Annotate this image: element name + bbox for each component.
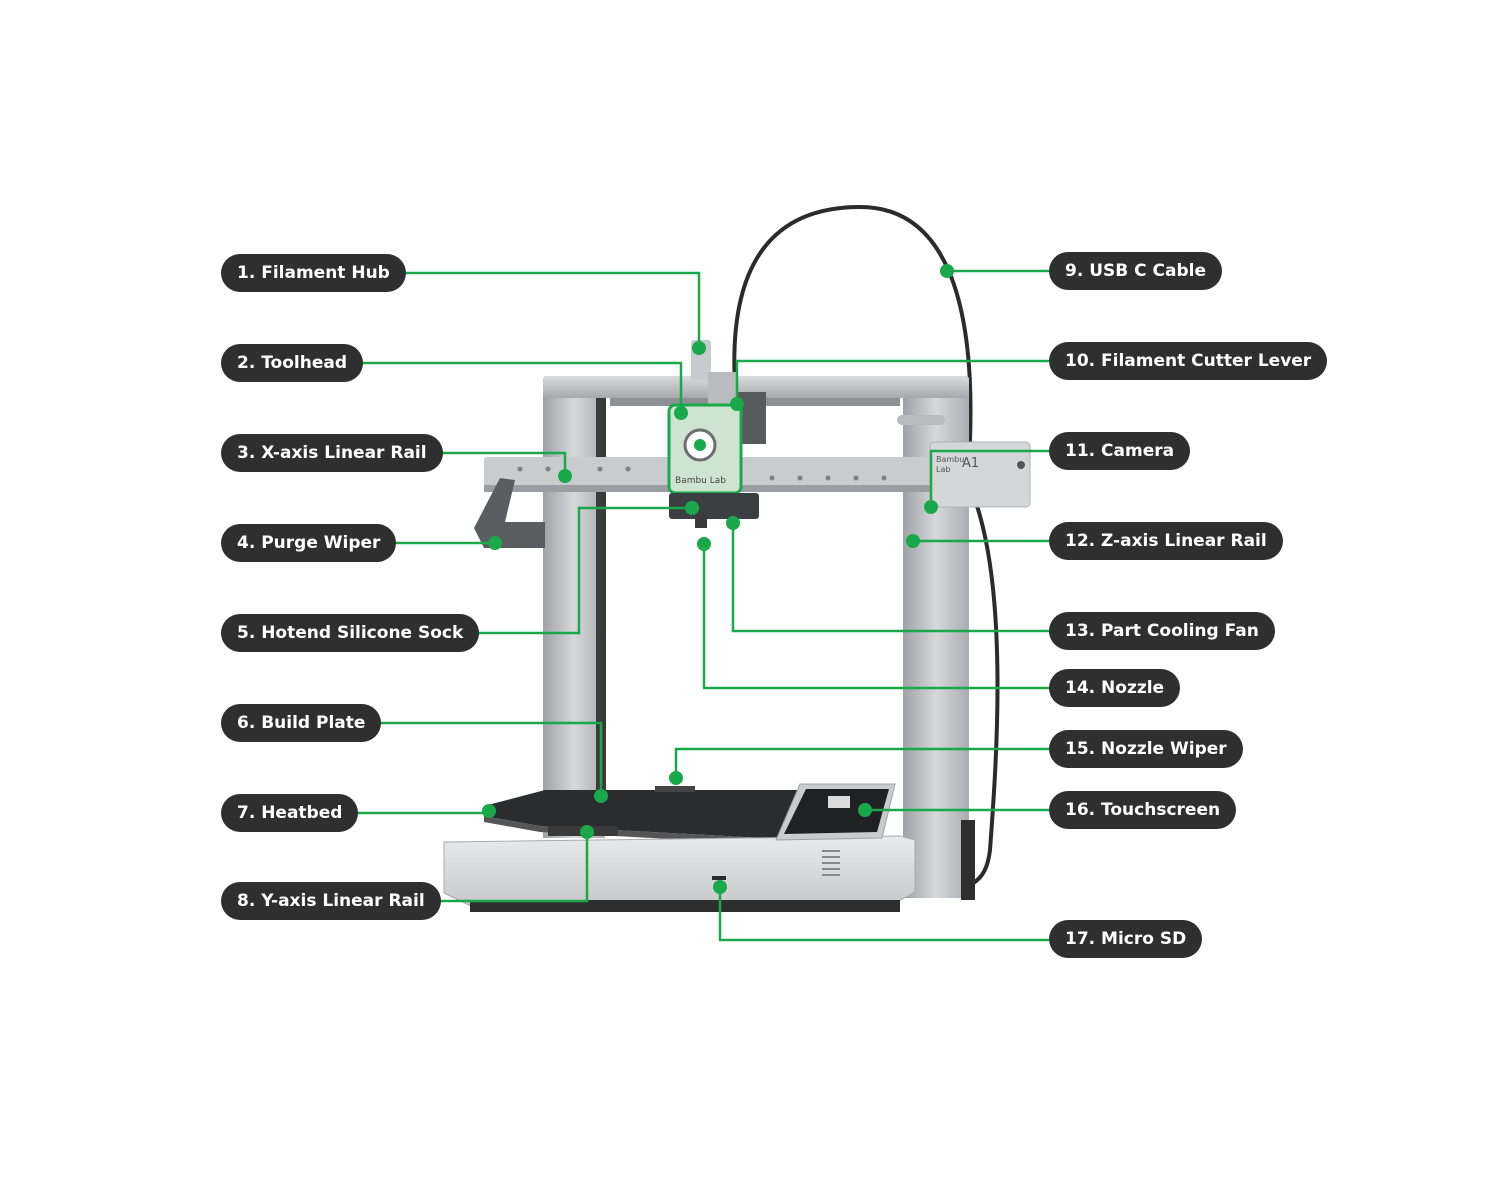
callout-filament-hub: 1. Filament Hub bbox=[221, 254, 406, 292]
leader-line-8 bbox=[429, 832, 589, 903]
anchor-dot-10 bbox=[730, 397, 744, 411]
left-frame-column bbox=[543, 388, 605, 838]
callout-build-plate: 6. Build Plate bbox=[221, 704, 382, 742]
part-cooling-fan-shape bbox=[669, 493, 759, 519]
callout-purge-wiper: 4. Purge Wiper bbox=[221, 524, 397, 562]
svg-text:Bambu Lab: Bambu Lab bbox=[675, 476, 726, 486]
callout-toolhead: 2. Toolhead bbox=[221, 344, 364, 382]
leader-line-2 bbox=[360, 361, 683, 413]
anchor-dot-12 bbox=[906, 534, 920, 548]
svg-text:Lab: Lab bbox=[936, 465, 950, 474]
leader-line-14 bbox=[702, 544, 1049, 690]
callout-nozzle-wiper: 15. Nozzle Wiper bbox=[1049, 730, 1243, 768]
anchor-dot-16 bbox=[858, 803, 872, 817]
anchor-dot-3 bbox=[558, 469, 572, 483]
callout-micro-sd: 17. Micro SD bbox=[1049, 920, 1203, 958]
callout-heatbed: 7. Heatbed bbox=[221, 794, 359, 832]
anchor-dot-17 bbox=[713, 880, 727, 894]
callout-hotend-silicone-sock: 5. Hotend Silicone Sock bbox=[221, 614, 480, 652]
anchor-dot-4 bbox=[488, 536, 502, 550]
callout-camera: 11. Camera bbox=[1049, 432, 1191, 470]
leader-line-5 bbox=[462, 506, 692, 635]
printer-base bbox=[443, 835, 916, 909]
leader-line-6 bbox=[373, 721, 603, 796]
leader-line-15 bbox=[674, 747, 1049, 778]
callout-filament-cutter-lever: 10. Filament Cutter Lever bbox=[1049, 342, 1328, 380]
anchor-dot-11 bbox=[924, 500, 938, 514]
anchor-dot-13 bbox=[726, 516, 740, 530]
leader-line-3 bbox=[430, 451, 567, 476]
leader-line-10 bbox=[735, 359, 1049, 404]
callout-z-axis-linear-rail: 12. Z-axis Linear Rail bbox=[1049, 522, 1283, 560]
callout-y-axis-linear-rail: 8. Y-axis Linear Rail bbox=[221, 882, 441, 920]
callout-x-axis-linear-rail: 3. X-axis Linear Rail bbox=[221, 434, 443, 472]
svg-text:Bambu: Bambu bbox=[936, 455, 964, 464]
micro-sd-slot bbox=[712, 876, 726, 880]
top-frame-beam bbox=[543, 376, 969, 398]
usb-c-cable-shape bbox=[732, 204, 1000, 894]
leader-line-11 bbox=[929, 449, 1049, 507]
anchor-dots bbox=[482, 264, 954, 894]
anchor-dot-9 bbox=[940, 264, 954, 278]
anchor-dot-5 bbox=[685, 501, 699, 515]
anchor-dot-7 bbox=[482, 804, 496, 818]
build-plate-shape bbox=[484, 790, 800, 840]
callout-nozzle: 14. Nozzle bbox=[1049, 669, 1181, 707]
printer-illustration: Bambu Lab A1 Bambu Lab bbox=[443, 204, 1031, 912]
leader-line-17 bbox=[718, 887, 1049, 942]
leader-lines bbox=[353, 269, 1049, 942]
nozzle-shape bbox=[695, 516, 707, 528]
leader-line-13 bbox=[731, 523, 1049, 633]
anchor-dot-8 bbox=[580, 825, 594, 839]
anchor-dot-1 bbox=[692, 341, 706, 355]
svg-text:A1: A1 bbox=[962, 456, 979, 471]
leader-line-1 bbox=[397, 271, 701, 348]
purge-wiper-arm bbox=[474, 478, 545, 548]
callout-part-cooling-fan: 13. Part Cooling Fan bbox=[1049, 612, 1275, 650]
touchscreen-display bbox=[784, 789, 889, 834]
x-axis-rail-shape bbox=[484, 457, 1030, 492]
callout-usb-c-cable: 9. USB C Cable bbox=[1049, 252, 1222, 290]
anchor-dot-15 bbox=[669, 771, 683, 785]
callout-touchscreen: 16. Touchscreen bbox=[1049, 791, 1237, 829]
anchor-dot-14 bbox=[697, 537, 711, 551]
anchor-dot-6 bbox=[594, 789, 608, 803]
anchor-dot-2 bbox=[674, 406, 688, 420]
